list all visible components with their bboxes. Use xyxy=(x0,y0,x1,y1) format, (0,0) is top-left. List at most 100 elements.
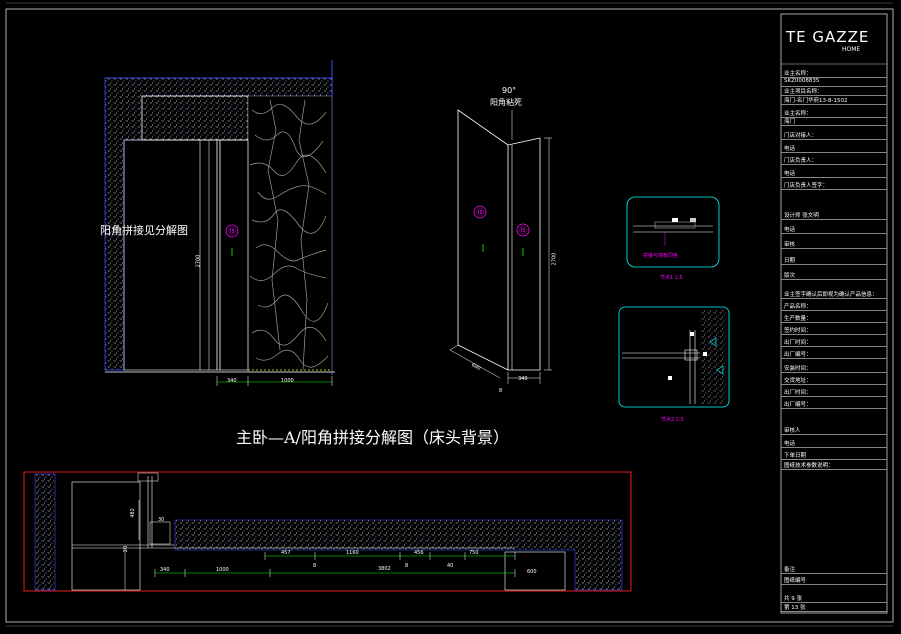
sheet-border xyxy=(5,8,894,623)
corner-text-label: 阳角粘死 xyxy=(490,98,522,107)
title-block-row: 业主名称： xyxy=(784,111,812,117)
dim-elev-1000: 1000 xyxy=(281,378,294,384)
plan-dim-340: 340 xyxy=(160,567,170,573)
detail-2 xyxy=(618,306,730,408)
title-block-rule xyxy=(781,372,887,373)
title-block-row: 门店负责人： xyxy=(784,158,818,164)
plan-view xyxy=(23,471,632,592)
corner-iso-view xyxy=(449,109,552,384)
title-block-rule xyxy=(781,117,887,118)
title-block-row: 安装时间： xyxy=(784,366,812,372)
title-block-rule xyxy=(781,322,887,323)
title-block-row: 图纸技术参数说明： xyxy=(784,463,834,469)
title-block-row: 第 13 张 xyxy=(784,605,806,611)
title-block-rule xyxy=(781,164,887,165)
detail2-caption: 节点2 1:5 xyxy=(661,417,684,423)
corner-angle-label: 90° xyxy=(502,86,517,95)
title-block-row: 业主签字确认后即视为确认产品信息： xyxy=(784,292,878,298)
title-block-row: 日期 xyxy=(784,258,796,264)
title-block-row: 业主项目名称： xyxy=(784,89,823,95)
title-block-rule xyxy=(781,602,887,603)
title-block-rule xyxy=(781,77,887,78)
title-block-row: 出厂时间： xyxy=(784,340,812,346)
title-block-row: 出厂编号： xyxy=(784,352,812,358)
title-block-row: 签约时间： xyxy=(784,328,812,334)
title-block-rule xyxy=(781,469,887,470)
plan-dim-457: 457 xyxy=(281,550,291,556)
title-block-row: 交货地址： xyxy=(784,378,812,384)
title-block-rule xyxy=(781,434,887,435)
title-block-row: 审核 xyxy=(784,242,796,248)
title-block-row: 电话 xyxy=(784,146,796,152)
plan-dim-3802: 3802 xyxy=(378,566,391,572)
left-view-label: 阳角拼接见分解图 xyxy=(100,224,188,237)
title-block-rule xyxy=(781,310,887,311)
title-block-row: 业主名称： xyxy=(784,71,812,77)
height-dim-iso: 2700 xyxy=(551,252,558,266)
title-block-rule xyxy=(781,334,887,335)
title-block-rule xyxy=(781,396,887,397)
height-dim-left: 2700 xyxy=(195,254,202,268)
dim-elev-340: 340 xyxy=(227,378,237,384)
plan-dim-600: 600 xyxy=(527,569,537,575)
title-block-row: 图纸编号 xyxy=(784,578,807,584)
plan-dim-30: 30 xyxy=(158,517,165,523)
title-block-row: 备注 xyxy=(784,567,796,573)
title-block-row: 电话 xyxy=(784,441,796,447)
title-block-rule xyxy=(781,573,887,574)
panel-marker-3: ⑮ xyxy=(519,226,527,235)
title-block-row: 电话 xyxy=(784,171,796,177)
title-block-row: 下单日期 xyxy=(784,453,807,459)
main-title: 主卧—A/阳角拼接分解图（床头背景） xyxy=(236,428,509,447)
detail1-caption: 节点1 1:5 xyxy=(660,275,683,281)
plan-dim-482: 482 xyxy=(129,508,136,518)
title-block-rule xyxy=(781,95,887,96)
plan-dim-1000: 1000 xyxy=(216,567,229,573)
title-block-row: SKZ0008835 xyxy=(784,78,820,84)
title-block-row: 出厂编号： xyxy=(784,402,812,408)
title-block-rule xyxy=(781,248,887,249)
title-block-rule xyxy=(781,152,887,153)
title-block-rule xyxy=(781,584,887,585)
title-block-rule xyxy=(781,346,887,347)
plan-dim-750: 750 xyxy=(469,550,479,556)
detail1-note: 拼接与墙板同色 xyxy=(643,253,679,259)
detail-1 xyxy=(626,196,720,268)
title-block-row: 审核人 xyxy=(784,428,801,434)
panel-marker-1: ⑮ xyxy=(228,227,236,236)
title-block-rule xyxy=(781,104,887,105)
title-block-row: 门店负责人签字： xyxy=(784,183,829,189)
title-block-rule xyxy=(781,139,887,140)
title-block-row: 产品名称： xyxy=(784,304,812,310)
brand-subtext: HOME xyxy=(842,46,861,53)
title-block-row: 共 9 张 xyxy=(784,596,802,602)
title-block-rule xyxy=(781,408,887,409)
title-block-row: 设计师 张文明 xyxy=(784,213,819,219)
plan-dim-20: 20 xyxy=(123,545,130,553)
title-block-row: 电话 xyxy=(784,227,796,233)
plan-dim-1160: 1160 xyxy=(346,550,359,556)
title-block-rule xyxy=(781,611,887,612)
title-block-row: 版次 xyxy=(784,273,796,279)
title-block-rule xyxy=(781,459,887,460)
plan-dim-8a: 8 xyxy=(313,563,317,569)
title-block-rule xyxy=(781,189,887,190)
title-block-rule xyxy=(781,233,887,234)
plan-dim-40: 40 xyxy=(447,563,454,569)
title-block-rule xyxy=(781,358,887,359)
title-block-rule xyxy=(781,447,887,448)
title-block-row: 生产数量： xyxy=(784,316,812,322)
title-block-rule xyxy=(781,264,887,265)
title-block-rule xyxy=(781,125,887,126)
title-block-rule xyxy=(781,384,887,385)
title-block-rule xyxy=(781,86,887,87)
title-block-row: 出厂时间： xyxy=(784,390,812,396)
brand-logo: TE GAZZE xyxy=(786,28,870,46)
panel-marker-2: ⑮ xyxy=(476,208,484,217)
title-block-rule xyxy=(781,279,887,280)
left-elevation xyxy=(104,60,335,386)
title-block-row: 海门 xyxy=(784,119,796,125)
title-block-row: 门店对接人： xyxy=(784,133,818,139)
